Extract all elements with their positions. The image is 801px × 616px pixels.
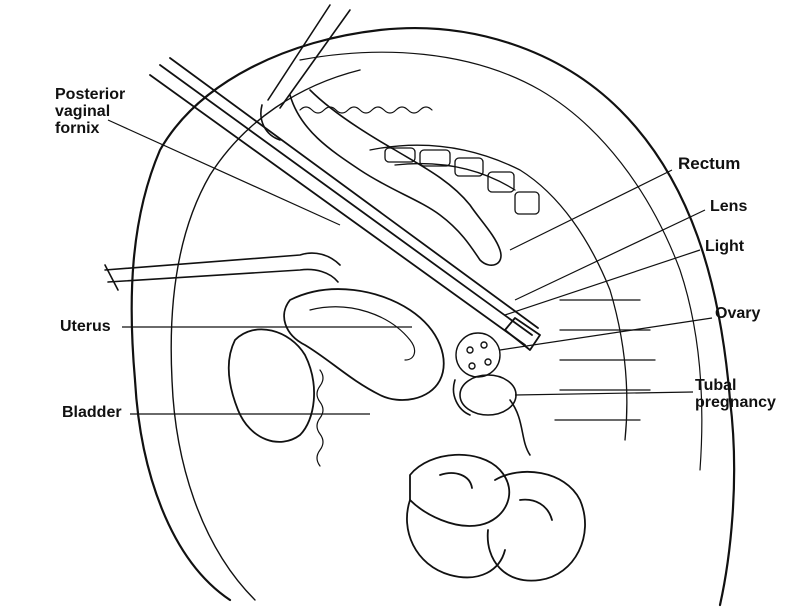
leader-tubal-pregnancy <box>514 391 694 396</box>
rectum-wave <box>299 106 433 114</box>
label-tubal-pregnancy: Tubal pregnancy <box>695 377 776 411</box>
label-rectum: Rectum <box>678 154 741 173</box>
label-tubal-line1: Tubal <box>695 377 737 394</box>
label-light: Light <box>705 238 745 255</box>
leader-posterior-fornix <box>107 119 341 226</box>
ovary <box>455 332 501 378</box>
tenaculum <box>104 252 341 291</box>
body-outline <box>130 27 736 607</box>
leader-lines <box>107 119 713 415</box>
label-bladder: Bladder <box>62 404 122 421</box>
uterus <box>283 288 445 401</box>
label-posterior-line3: fornix <box>55 120 100 137</box>
rectum-outline <box>289 89 502 266</box>
sacrum <box>369 144 656 441</box>
bladder-wall-wavy <box>316 369 324 467</box>
inner-contour-2 <box>299 51 703 471</box>
label-ovary: Ovary <box>715 305 761 322</box>
leader-rectum <box>509 169 673 251</box>
label-posterior-line2: vaginal <box>55 103 111 120</box>
bladder <box>227 328 315 443</box>
label-uterus: Uterus <box>60 318 111 335</box>
leader-ovary <box>499 317 713 351</box>
label-lens: Lens <box>710 198 748 215</box>
leader-light <box>504 249 701 316</box>
forceps-upper <box>260 4 351 141</box>
label-posterior-line1: Posterior <box>55 86 126 103</box>
tubal-pregnancy <box>452 374 531 456</box>
inner-contour <box>170 69 361 601</box>
label-tubal-line2: pregnancy <box>695 394 776 411</box>
bowel-loops <box>406 453 586 582</box>
label-posterior-vaginal-fornix: Posterior vaginal fornix <box>55 86 125 137</box>
uterine-cavity <box>309 306 416 361</box>
leader-lens <box>514 209 706 301</box>
laparoscope <box>149 57 541 351</box>
